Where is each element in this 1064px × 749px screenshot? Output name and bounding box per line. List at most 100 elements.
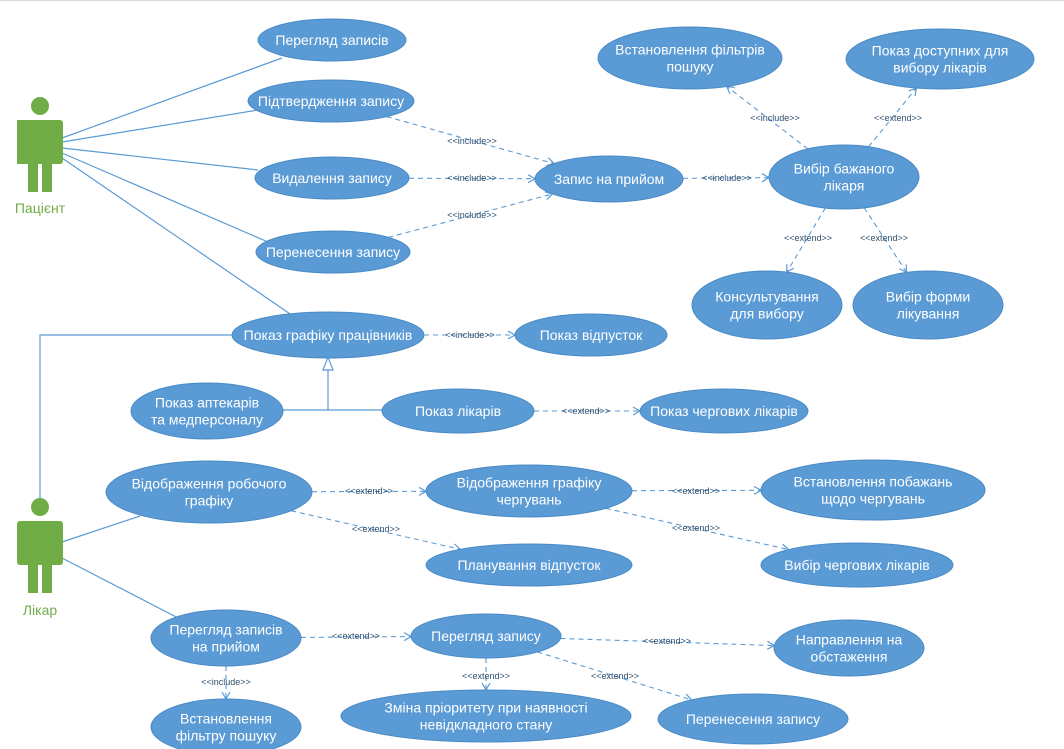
dependency-label: <<include>> xyxy=(445,330,495,340)
associations xyxy=(39,57,382,621)
usecase-label: лікаря xyxy=(824,178,865,194)
usecase-shape xyxy=(340,689,632,743)
dependency-confirm_record-appointment xyxy=(386,116,556,167)
assoc-patient-delete-record xyxy=(61,147,259,171)
usecase-label: Перегляд запису xyxy=(431,628,541,644)
actor-patient[interactable]: Пацієнт xyxy=(15,97,66,216)
usecase-shape xyxy=(852,270,1004,340)
usecase-view-records[interactable]: Перегляд записів xyxy=(257,18,407,62)
usecase-label: Відображення робочого xyxy=(132,476,287,492)
usecase-shape xyxy=(514,313,668,357)
dependency-label: <<extend>> xyxy=(462,671,510,681)
usecase-label: на прийом xyxy=(192,639,260,655)
usecase-shape xyxy=(257,18,407,62)
dependency-choose_doctor-consulting xyxy=(786,207,826,274)
usecase-label: Зміна пріоритету при наявності xyxy=(384,700,587,716)
usecase-label: чергувань xyxy=(496,492,561,508)
usecase-label: Встановлення xyxy=(180,711,272,727)
dependency-label: <<extend>> xyxy=(562,406,610,416)
usecase-label: Перегляд записів xyxy=(169,622,282,638)
assoc-doctor-work-schedule xyxy=(61,515,141,543)
usecase-label: Вибір форми xyxy=(886,289,971,305)
usecase-label: Відображення графіку xyxy=(457,475,602,491)
dependency-duty_schedule-choose_duty_doctors xyxy=(605,507,790,553)
actor-icon xyxy=(17,498,63,593)
usecase-label: графіку xyxy=(185,493,234,509)
usecase-priority-change[interactable]: Зміна пріоритету при наявностіневідкладн… xyxy=(340,689,632,743)
usecase-label: Вибір бажаного xyxy=(794,161,895,177)
usecase-shape xyxy=(425,464,633,518)
top-border xyxy=(0,0,1064,1)
actor-doctor[interactable]: Лікар xyxy=(17,498,63,618)
dependency-label: <<extend>> xyxy=(643,636,691,646)
usecase-label: щодо чергувань xyxy=(821,491,925,507)
usecase-shape xyxy=(410,613,562,659)
assoc-doctor-staff-schedule xyxy=(39,334,232,500)
dependency-label: <<include>> xyxy=(447,173,497,183)
usecase-label: Консультування xyxy=(715,289,818,305)
usecase-staff-schedule[interactable]: Показ графіку працівників xyxy=(231,311,425,359)
usecase-shape xyxy=(845,28,1035,90)
dependency-choose_doctor-available_doctors xyxy=(868,87,918,148)
usecase-shape xyxy=(760,459,986,521)
usecase-shape xyxy=(381,388,535,434)
usecase-label: Перенесення запису xyxy=(686,711,820,727)
usecase-shape xyxy=(247,79,415,123)
dependency-label: <<include>> xyxy=(750,113,800,123)
usecase-label: Показ чергових лікарів xyxy=(650,403,798,419)
assoc-patient-move-record xyxy=(61,152,269,243)
dependency-choose_doctor-treatment_form xyxy=(863,207,908,274)
usecase-duty-doctors[interactable]: Показ чергових лікарів xyxy=(639,388,809,434)
usecase-label: Показ відпусток xyxy=(540,327,643,343)
usecase-label: Перенесення запису xyxy=(266,244,400,260)
dependency-label: <<extend>> xyxy=(672,523,720,533)
usecase-delete-record[interactable]: Видалення запису xyxy=(254,156,410,200)
usecase-confirm-record[interactable]: Підтвердження запису xyxy=(247,79,415,123)
usecase-label: фільтру пошуку xyxy=(176,728,277,744)
usecase-label: Підтвердження запису xyxy=(258,93,404,109)
usecase-shape xyxy=(150,698,302,749)
usecase-vacation-planning[interactable]: Планування відпусток xyxy=(425,543,633,587)
usecase-shape xyxy=(255,230,411,274)
usecase-shape xyxy=(534,155,684,203)
usecase-vacations[interactable]: Показ відпусток xyxy=(514,313,668,357)
usecase-shape xyxy=(657,693,849,745)
usecase-shape xyxy=(150,609,302,667)
dependency-label: <<extend>> xyxy=(352,524,400,534)
usecase-move-record[interactable]: Перенесення запису xyxy=(255,230,411,274)
dependency-work_schedule-vacation_planning xyxy=(290,510,462,553)
usecase-appointment[interactable]: Запис на прийом xyxy=(534,155,684,203)
usecase-label: для вибору xyxy=(730,306,804,322)
actor-label-doctor: Лікар xyxy=(23,602,58,618)
dependency-label: <<include>> xyxy=(447,210,497,220)
usecase-label: Вибір чергових лікарів xyxy=(784,557,929,573)
usecase-shape xyxy=(130,382,284,440)
usecase-shape xyxy=(768,144,920,210)
usecase-label: невідкладного стану xyxy=(420,717,552,733)
usecase-doctors[interactable]: Показ лікарів xyxy=(381,388,535,434)
generalization-arrowhead xyxy=(322,355,334,371)
usecase-view-record[interactable]: Перегляд запису xyxy=(410,613,562,659)
dependencies xyxy=(221,85,918,703)
usecase-label: Показ доступних для xyxy=(872,43,1009,59)
usecase-choose-duty-doctors[interactable]: Вибір чергових лікарів xyxy=(760,542,954,588)
actor-label-patient: Пацієнт xyxy=(15,200,66,216)
dependency-label: <<extend>> xyxy=(784,233,832,243)
dependency-label: <<extend>> xyxy=(345,486,393,496)
usecase-move-record-doctor[interactable]: Перенесення запису xyxy=(657,693,849,745)
usecase-label: обстаження xyxy=(811,649,888,665)
usecase-label: Показ лікарів xyxy=(415,403,501,419)
